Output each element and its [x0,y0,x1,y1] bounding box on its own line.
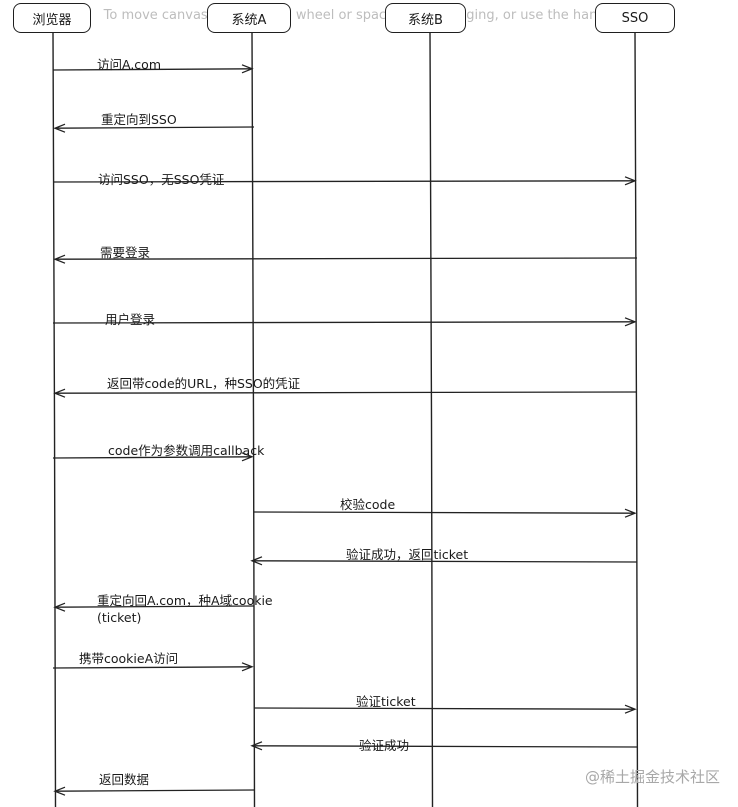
message-arrow-line [54,257,638,260]
message-arrow-line [54,605,255,608]
lifeline-sysA [251,32,256,807]
message-arrowhead [241,662,254,672]
message-label: 访问A.com [97,57,162,72]
message-arrow-line [251,560,638,563]
lifeline-sysB [429,32,434,807]
message-label: 验证成功 [359,738,410,753]
message-arrow-line [253,511,636,514]
message-label: 用户登录 [105,312,156,327]
message-arrowhead [53,123,66,133]
message-arrow-line [52,321,636,324]
message-label: 需要登录 [100,245,151,260]
lifeline-sso [634,32,639,807]
message-arrowhead [53,786,66,796]
message-label-line-2: (ticket) [97,610,142,625]
message-arrowhead [624,704,637,714]
message-label: 返回带code的URL，种SSO的凭证 [107,376,301,391]
message-label: code作为参数调用callback [108,443,265,458]
participant-system-a-box[interactable]: 系统A [207,3,291,33]
message-arrow-line [52,68,253,71]
message-arrow-line [54,126,255,129]
message-arrow-line [52,180,636,183]
message-label: 返回数据 [99,772,150,787]
participant-system-a-label: 系统A [231,12,267,28]
message-arrow-line [52,666,253,669]
message-arrowhead [53,602,66,612]
participant-system-b-box[interactable]: 系统B [385,3,466,33]
participant-browser-label: 浏览器 [32,12,72,28]
message-label: 重定向到SSO [101,112,177,127]
message-arrowhead [250,741,263,751]
message-arrowhead [624,317,637,327]
message-label: 重定向回A.com，种A域cookie [97,593,273,608]
message-label: 验证ticket [356,694,416,709]
message-label: 访问SSO，无SSO凭证 [98,172,225,187]
message-arrowhead [53,388,66,398]
message-arrow-line [251,745,638,748]
message-arrowhead [624,508,637,518]
message-arrowhead [624,176,637,186]
lifeline-browser [52,32,57,807]
message-label: 验证成功，返回ticket [346,547,469,562]
participant-sso-label: SSO [621,10,649,26]
participant-sso-box[interactable]: SSO [595,3,675,33]
message-label: 校验code [340,497,396,512]
message-arrow-line [54,789,255,792]
message-arrowhead [250,556,263,566]
message-arrow-line [253,707,636,710]
participant-system-b-label: 系统B [408,12,443,28]
message-label: 携带cookieA访问 [79,651,179,666]
participant-browser-box[interactable]: 浏览器 [13,3,91,33]
watermark: @稀土掘金技术社区 [584,768,720,786]
message-arrow-line [54,391,638,394]
message-arrowhead [241,64,254,74]
message-arrowhead [53,254,66,264]
message-arrow-line [52,456,253,459]
message-arrowhead [241,452,254,462]
